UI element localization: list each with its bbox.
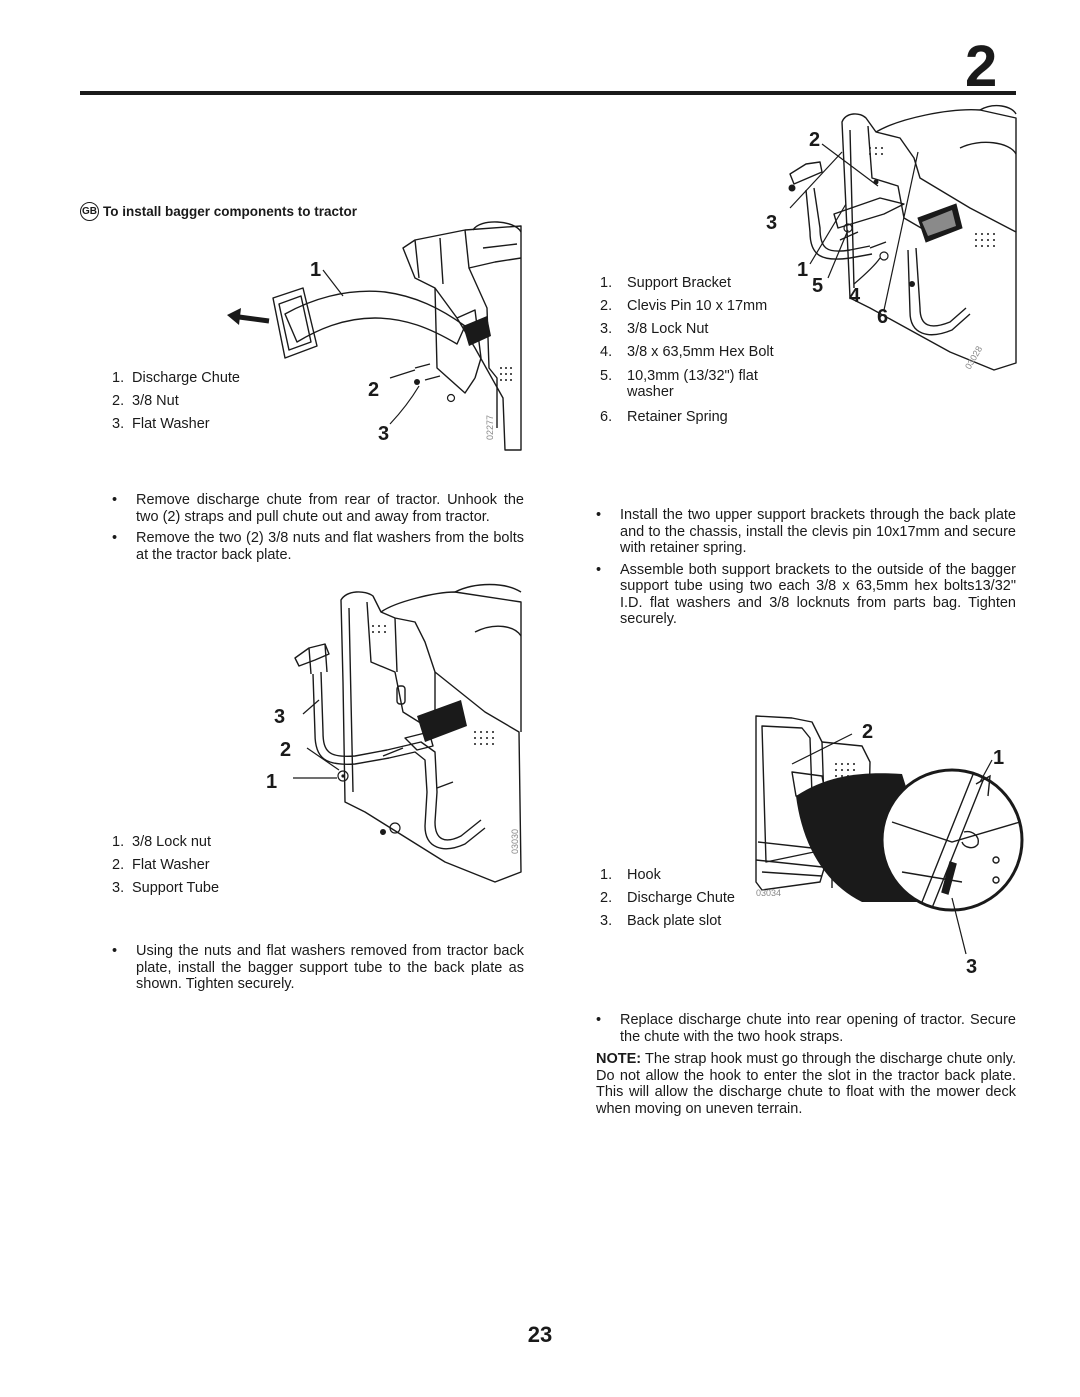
step-item: Remove the two (2) 3/8 nuts and flat was… [110,530,524,563]
steps-list-3: Install the two upper support brackets t… [594,507,1016,633]
legend-item: 3.3/8 Lock Nut [600,321,709,337]
legend-item: 2.3/8 Nut [112,393,179,409]
figure-3-legend: 1.Support Bracket 2.Clevis Pin 10 x 17mm… [600,272,800,429]
legend-item: 2.Clevis Pin 10 x 17mm [600,298,768,314]
legend-item: 1.Support Bracket [600,275,731,291]
legend-item: 1.3/8 Lock nut [112,834,211,850]
figure-3-callout-2: 2 [809,129,821,151]
note-label: NOTE: [596,1051,642,1067]
section-title: To install bagger components to tractor [103,204,358,219]
steps-list-2: Using the nuts and flat washers removed … [110,943,524,998]
figure-4-callout-3: 3 [966,956,978,978]
steps-list-4: Replace discharge chute into rear openin… [594,1012,1016,1050]
page-number: 23 [527,1322,553,1347]
step-item: Install the two upper support brackets t… [594,507,1016,557]
legend-item: 3.Back plate slot [600,913,722,929]
figure-3-illustration: 03028 [788,104,1017,371]
figure-1-callout-2: 2 [368,379,380,401]
figure-1-illustration: 02277 [272,221,522,451]
figure-3-callout-4: 4 [849,285,861,307]
note-paragraph: NOTE: The strap hook must go through the… [596,1051,1016,1117]
step-item: Assemble both support brackets to the ou… [594,562,1016,628]
legend-item: 6.Retainer Spring [600,409,728,425]
note-text: The strap hook must go through the disch… [596,1051,1016,1117]
step-item: Using the nuts and flat washers removed … [110,943,524,993]
figure-4-legend: 1.Hook 2.Discharge Chute 3.Back plate sl… [600,864,750,933]
section-heading: GB To install bagger components to tract… [80,202,357,221]
figure-3-callout-3: 3 [766,212,778,234]
figure-4-id: 03034 [756,888,781,898]
figure-1-callout-1: 1 [310,259,322,281]
figure-3-callout-5: 5 [812,275,824,297]
figure-2-legend: 1.3/8 Lock nut 2.Flat Washer 3.Support T… [112,831,282,900]
step-item: Remove discharge chute from rear of trac… [110,492,524,525]
legend-item: 2.Flat Washer [112,857,210,873]
figure-2-id: 03030 [510,829,520,854]
legend-item: 3.Support Tube [112,880,220,896]
chapter-number: 2 [965,34,998,99]
figure-4-callout-2: 2 [862,721,874,743]
steps-list-1: Remove discharge chute from rear of trac… [110,492,524,568]
figure-2-callout-2: 2 [280,739,292,761]
figure-4-callout-1: 1 [993,747,1005,769]
figure-4-illustration: 03034 [755,715,1024,955]
legend-item: 1.Hook [600,867,661,883]
figure-3-id: 03028 [963,344,984,371]
pull-direction-arrow-icon [227,308,270,325]
figure-3-callout-6: 6 [877,306,889,328]
language-badge: GB [80,202,99,221]
figure-1-callout-3: 3 [378,423,390,445]
legend-item: 1.Discharge Chute [112,370,240,386]
figure-2-callout-3: 3 [274,706,286,728]
figure-1-id: 02277 [485,415,495,440]
step-item: Replace discharge chute into rear openin… [594,1012,1016,1045]
legend-item: 2.Discharge Chute [600,890,735,906]
figure-2-callout-1: 1 [266,771,278,793]
legend-item: 3.Flat Washer [112,416,210,432]
header-rule [80,91,1016,95]
figure-2-illustration: 03030 [293,583,522,883]
legend-item: 4.3/8 x 63,5mm Hex Bolt [600,344,774,360]
legend-item: 5.10,3mm (13/32") flat washer [600,368,758,400]
figure-3-callout-1: 1 [797,259,809,281]
figure-1-legend: 1.Discharge Chute 2.3/8 Nut 3.Flat Washe… [112,367,292,436]
